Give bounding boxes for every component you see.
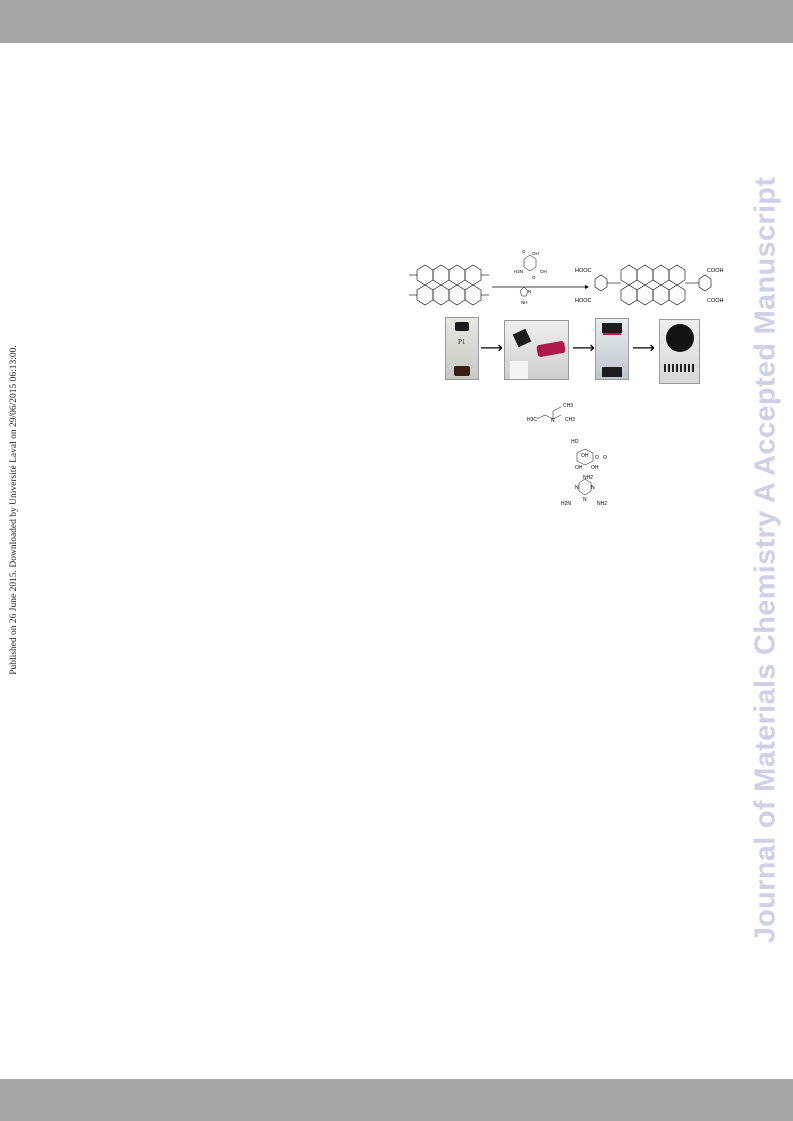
header-band — [0, 0, 793, 43]
reagent-label: O — [532, 275, 536, 280]
reagent-structures: OH OH H2N O O N NH — [514, 249, 547, 305]
gel-photo-sequence: P1 ⟶ ⟶ ⟶ — [445, 316, 705, 384]
reagent-label: NH — [521, 300, 528, 305]
melamine-label: H2N — [561, 501, 571, 507]
sugar-label: OH — [575, 465, 583, 471]
reagent-label: O — [522, 249, 526, 254]
reactant-structure — [409, 264, 489, 306]
melamine-label: NH2 — [583, 475, 593, 481]
sugar-label: O — [595, 455, 599, 461]
melamine-label: NH2 — [597, 501, 607, 507]
amine-label: H3C — [527, 417, 537, 423]
sugar-label: OH — [591, 465, 599, 471]
arrow-icon: ⟶ — [632, 338, 655, 357]
vial-label: P1 — [458, 338, 466, 346]
cooh-label-2: HOOC — [575, 298, 592, 304]
vial-photo-1: P1 — [445, 317, 479, 380]
reagent-label: OH — [532, 251, 539, 256]
amine-label: CH3 — [565, 417, 575, 423]
sugar-label: OH — [581, 453, 589, 459]
cooh-label-4: COOH — [707, 298, 724, 304]
reaction-scheme: HOOC HOOC COOH COOH — [409, 264, 724, 306]
amine-label: CH3 — [563, 403, 573, 409]
sugar-label: HO — [571, 439, 579, 445]
journal-watermark: Journal of Materials Chemistry A Accepte… — [749, 176, 782, 944]
reagent-label: OH — [540, 269, 547, 274]
vial-photo-3 — [595, 318, 629, 380]
aerogel-photo — [659, 319, 700, 384]
reagent-label: N — [528, 289, 531, 294]
arrow-icon: ⟶ — [480, 338, 503, 357]
additive-structures: CH3 H3C N CH3 HO OH O O OH OH NH2 N N H2… — [527, 403, 607, 507]
publication-note: Published on 26 June 2015. Downloaded by… — [9, 345, 19, 675]
sugar-label: O — [603, 455, 607, 461]
amine-label: N — [551, 418, 555, 424]
product-structure — [594, 264, 712, 306]
vial-photo-2 — [504, 320, 569, 380]
reagent-label: H2N — [514, 269, 523, 274]
melamine-label: N — [583, 497, 587, 503]
arrow-icon: ⟶ — [572, 338, 595, 357]
cooh-label-3: COOH — [707, 268, 724, 274]
melamine-label: N — [575, 485, 579, 491]
footer-band — [0, 1079, 793, 1121]
cooh-label-1: HOOC — [575, 268, 592, 274]
melamine-label: N — [591, 485, 595, 491]
